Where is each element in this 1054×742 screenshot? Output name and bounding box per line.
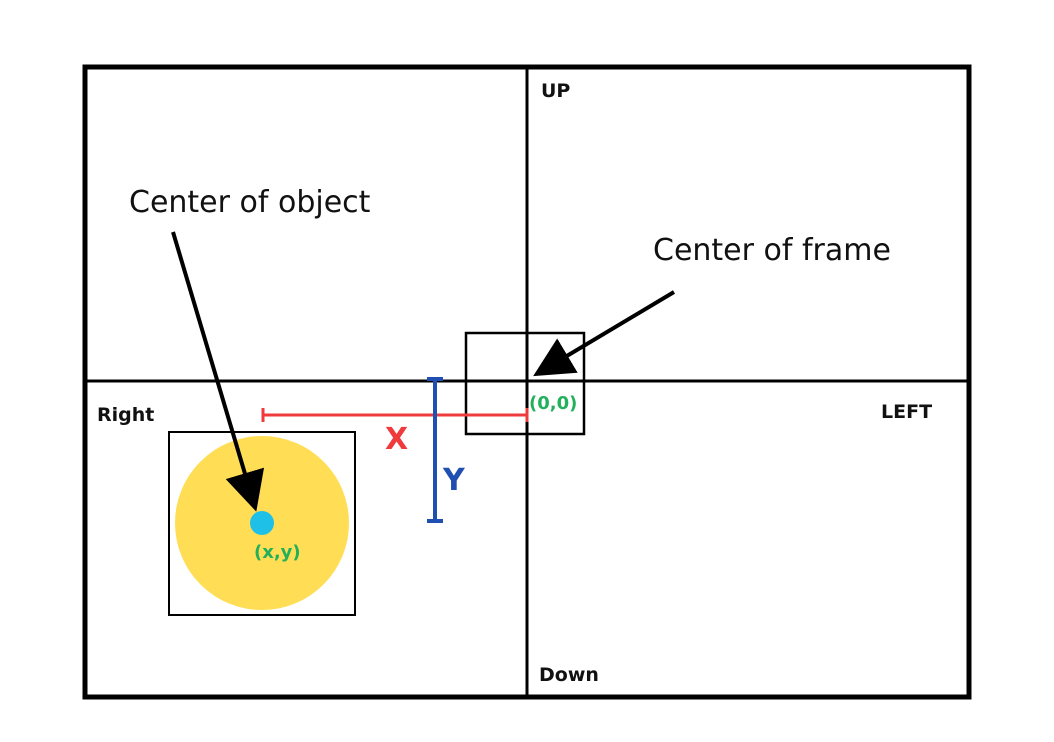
x-axis-label: X <box>385 422 408 457</box>
down-label: Down <box>539 664 599 686</box>
object-box <box>168 431 356 616</box>
object-coord-label: (x,y) <box>254 542 301 563</box>
origin-label: (0,0) <box>529 393 577 414</box>
center-of-frame-label: Center of frame <box>653 233 891 268</box>
y-axis-label: Y <box>442 463 466 498</box>
frame-pointer-arrow <box>533 290 676 377</box>
object-pointer-arrow <box>171 231 265 512</box>
center-frame-box <box>464 331 586 436</box>
object-center-dot <box>250 511 274 535</box>
up-label: UP <box>541 80 570 102</box>
left-label: LEFT <box>881 401 932 423</box>
right-label: Right <box>97 404 154 426</box>
center-of-object-label: Center of object <box>129 185 371 220</box>
